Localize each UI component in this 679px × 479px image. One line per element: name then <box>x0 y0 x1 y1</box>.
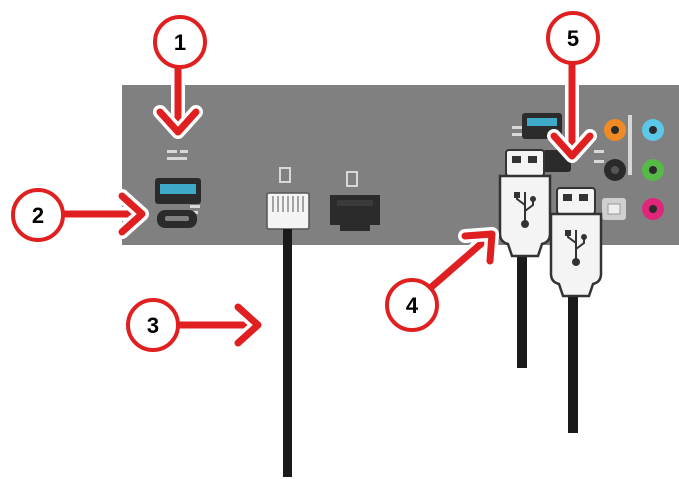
callout-2-number: 2 <box>32 203 44 228</box>
audio-jack-icon <box>604 119 664 220</box>
optical-port-icon <box>602 198 626 220</box>
ethernet-port-icon <box>330 195 380 231</box>
usb-connector-icon <box>565 230 587 266</box>
callout-1-number: 1 <box>174 30 186 55</box>
usb-a-port-icon <box>155 178 201 204</box>
ethernet-cable <box>266 192 310 477</box>
callout-4: 4 <box>385 227 499 332</box>
callout-3-number: 3 <box>147 313 159 338</box>
usb-cable-right <box>549 187 603 433</box>
usb-cable-left <box>498 149 552 368</box>
callout-1: 1 <box>153 15 207 139</box>
usb-connector-icon <box>514 192 536 228</box>
callout-2: 2 <box>11 188 149 242</box>
callout-4-number: 4 <box>406 293 419 318</box>
callout-5-number: 5 <box>567 26 579 51</box>
callout-5: 5 <box>546 11 600 163</box>
callout-3: 3 <box>126 298 265 352</box>
usb-c-port-icon <box>157 210 197 228</box>
